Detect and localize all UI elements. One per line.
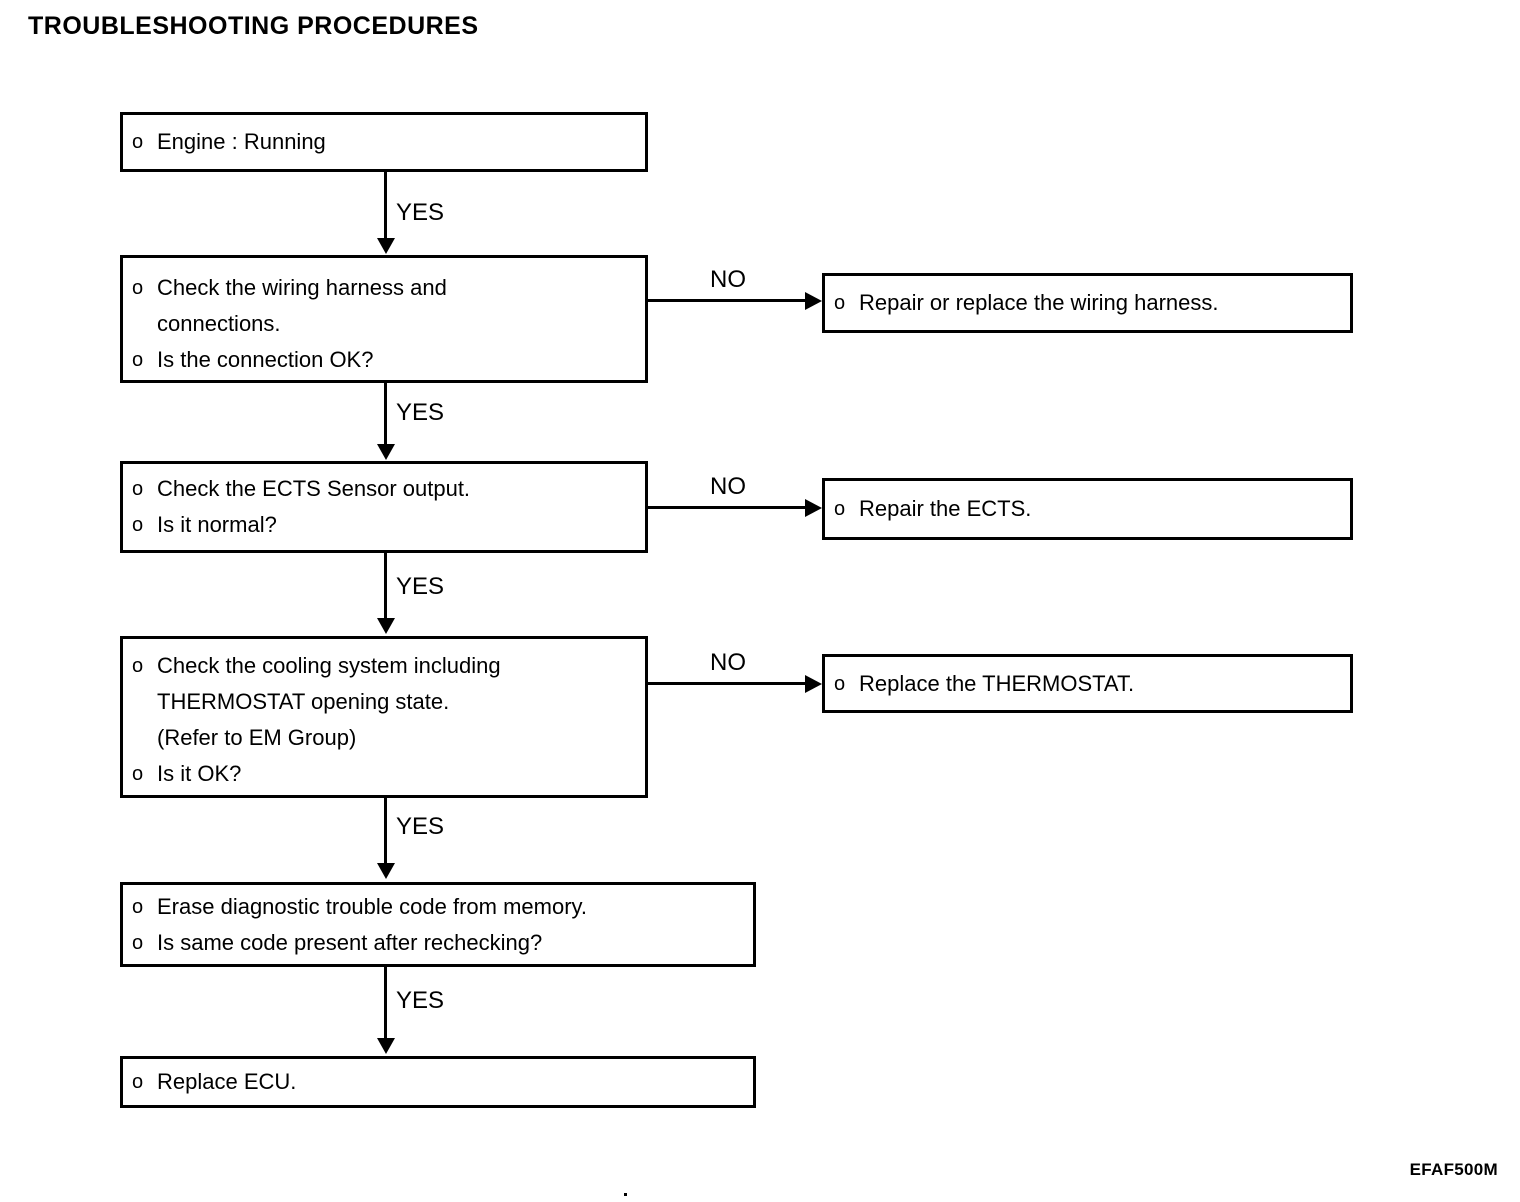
connector-line-yes-3: [384, 553, 387, 619]
flow-line: o (Refer to EM Group): [123, 720, 645, 756]
bullet-icon: o: [132, 655, 144, 677]
flow-line: o connections.: [123, 306, 645, 342]
figure-code-label: EFAF500M: [1409, 1160, 1498, 1179]
flow-line-text: Erase diagnostic trouble code from memor…: [157, 893, 587, 919]
bullet-icon: o: [834, 292, 846, 314]
connector-line-yes-1: [384, 172, 387, 240]
flow-line: o THERMOSTAT opening state.: [123, 684, 645, 720]
flow-node-erase-dtc: o Erase diagnostic trouble code from mem…: [120, 882, 756, 967]
page-center-mark: [624, 1193, 627, 1196]
flow-line-text: THERMOSTAT opening state.: [157, 689, 450, 714]
flow-node-engine-running: o Engine : Running: [120, 112, 648, 172]
arrow-down-icon-2: [377, 444, 395, 460]
connector-line-yes-5: [384, 967, 387, 1039]
bullet-icon: o: [132, 131, 144, 153]
edge-label-yes-3: YES: [396, 573, 445, 600]
flow-line-text: Check the wiring harness and: [157, 275, 447, 300]
bullet-icon: o: [132, 895, 144, 918]
bullet-icon: o: [132, 514, 144, 536]
flow-line: o Check the cooling system including: [123, 648, 645, 684]
bullet-icon: o: [132, 349, 144, 371]
flow-line: o Erase diagnostic trouble code from mem…: [123, 889, 753, 925]
flow-line-text: (Refer to EM Group): [157, 725, 357, 750]
bullet-icon: o: [834, 498, 846, 520]
arrow-right-icon-1: [805, 292, 822, 310]
flow-line-text: Is the connection OK?: [157, 347, 374, 372]
arrow-down-icon-1: [377, 238, 395, 254]
connector-line-no-1: [648, 299, 806, 302]
flow-line-text: connections.: [157, 311, 281, 336]
bullet-icon: o: [132, 277, 144, 299]
bullet-icon: o: [132, 478, 144, 500]
flow-line-text: Replace ECU.: [157, 1069, 297, 1094]
edge-label-yes-5: YES: [396, 987, 445, 1014]
arrow-down-icon-4: [377, 863, 395, 879]
flow-line-text: Is it normal?: [157, 512, 277, 537]
arrow-right-icon-3: [805, 675, 822, 693]
flow-node-check-cooling-system: o Check the cooling system including o T…: [120, 636, 648, 798]
connector-line-no-2: [648, 506, 806, 509]
flow-line-text: Replace the THERMOSTAT.: [859, 670, 1135, 696]
edge-label-yes-4: YES: [396, 813, 445, 840]
flow-line: o Is it normal?: [123, 507, 645, 543]
bullet-icon: o: [132, 931, 144, 954]
connector-line-no-3: [648, 682, 806, 685]
flow-line-text: Engine : Running: [157, 129, 326, 154]
bullet-icon: o: [132, 763, 144, 785]
edge-label-no-1: NO: [710, 266, 746, 293]
flow-line: o Is it OK?: [123, 756, 645, 792]
edge-label-no-2: NO: [710, 473, 746, 500]
edge-label-yes-1: YES: [396, 199, 445, 226]
flow-node-check-wiring-harness: o Check the wiring harness and o connect…: [120, 255, 648, 383]
flow-line-text: Is it OK?: [157, 761, 242, 786]
flow-line: o Is same code present after rechecking?: [123, 925, 753, 961]
edge-label-yes-2: YES: [396, 399, 445, 426]
flow-line-text: Check the ECTS Sensor output.: [157, 476, 471, 501]
flow-line: o Engine : Running: [123, 124, 645, 160]
flow-node-repair-ects: o Repair the ECTS.: [822, 478, 1353, 540]
flow-node-repair-replace-wiring-harness: o Repair or replace the wiring harness.: [822, 273, 1353, 333]
flow-line: o Repair or replace the wiring harness.: [825, 285, 1350, 321]
flow-line-text: Repair or replace the wiring harness.: [859, 290, 1219, 315]
flow-line: o Repair the ECTS.: [825, 491, 1350, 527]
connector-line-yes-4: [384, 798, 387, 865]
flow-line: o Check the ECTS Sensor output.: [123, 471, 645, 507]
arrow-down-icon-5: [377, 1038, 395, 1054]
arrow-right-icon-2: [805, 499, 822, 517]
bullet-icon: o: [132, 1071, 144, 1093]
flow-line: o Replace the THERMOSTAT.: [825, 666, 1350, 702]
flow-node-replace-ecu: o Replace ECU.: [120, 1056, 756, 1108]
flow-node-replace-thermostat: o Replace the THERMOSTAT.: [822, 654, 1353, 713]
flow-line-text: Check the cooling system including: [157, 653, 501, 678]
flow-line: o Is the connection OK?: [123, 342, 645, 378]
flow-line-text: Is same code present after rechecking?: [157, 929, 543, 955]
flow-node-check-ects-sensor: o Check the ECTS Sensor output. o Is it …: [120, 461, 648, 553]
connector-line-yes-2: [384, 383, 387, 446]
bullet-icon: o: [834, 672, 846, 695]
edge-label-no-3: NO: [710, 649, 746, 676]
flow-line-text: Repair the ECTS.: [859, 496, 1032, 521]
arrow-down-icon-3: [377, 618, 395, 634]
flow-line: o Check the wiring harness and: [123, 270, 645, 306]
page-title: TROUBLESHOOTING PROCEDURES: [28, 12, 479, 40]
flow-line: o Replace ECU.: [123, 1064, 753, 1100]
